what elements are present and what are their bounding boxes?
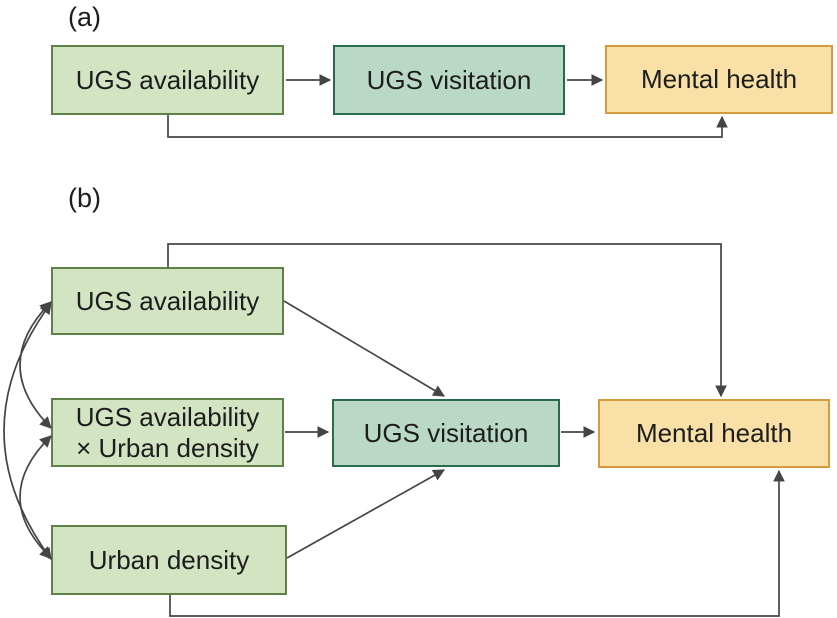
box-b-ugs-visitation: UGS visitation xyxy=(332,399,560,467)
panel-a-label: (a) xyxy=(68,2,101,32)
box-b-urban-density: Urban density xyxy=(51,525,287,595)
arc-interaction-with-urban-density xyxy=(19,435,52,559)
arrow-a-availability-direct-to-mental-health xyxy=(167,115,728,138)
box-a-ugs-visitation: UGS visitation xyxy=(333,45,565,115)
arc-availability-with-interaction xyxy=(19,301,52,429)
box-a-ugs-availability: UGS availability xyxy=(51,45,284,115)
box-b-ugs-availability: UGS availability xyxy=(51,267,284,335)
arrow-b-availability-to-visitation xyxy=(283,300,446,397)
box-a-mental-health: Mental health xyxy=(605,45,833,114)
box-b-mental-health: Mental health xyxy=(598,399,830,468)
box-b-ugs-availability-x-urban-density: UGS availability × Urban density xyxy=(51,398,284,467)
arc-availability-with-urban-density xyxy=(3,302,52,560)
panel-b-label: (b) xyxy=(68,183,101,213)
arrow-b-urban-density-to-visitation xyxy=(286,469,446,559)
